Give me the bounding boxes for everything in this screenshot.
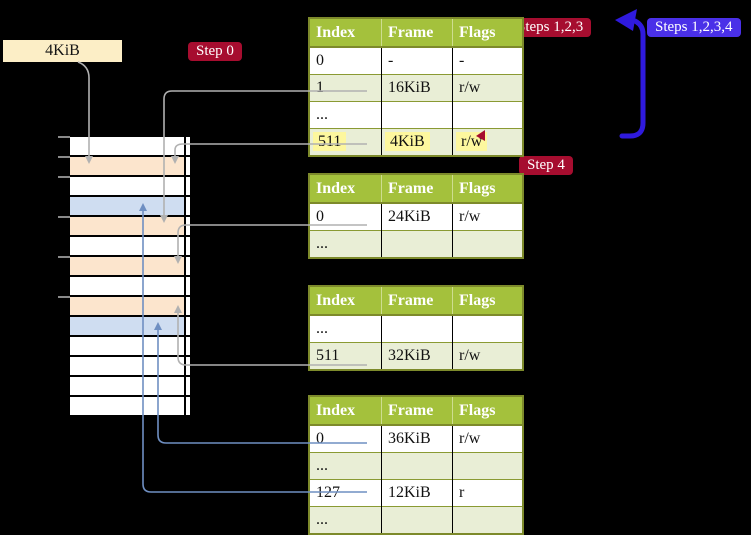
- memory-address-ticks: [58, 136, 70, 298]
- page-table-cell: 127: [309, 479, 382, 507]
- page-table-row: 0--: [309, 46, 523, 75]
- memory-frame-row-page-table: [70, 257, 190, 277]
- memory-frame-row-free: [70, 177, 190, 197]
- page-table-cell: 0: [309, 424, 382, 453]
- memory-frame-row-free: [70, 337, 190, 357]
- memory-frame-row-free: [70, 377, 190, 397]
- column-header-index: Index: [309, 174, 382, 204]
- steps-loop-arrow: [619, 18, 646, 139]
- page-table-cell: 36KiB: [381, 424, 453, 453]
- page-table-cell: r/w: [452, 424, 523, 453]
- page-table-row: ...: [309, 101, 523, 129]
- page-table-row: ...: [309, 314, 523, 343]
- page-table-cell: [381, 314, 453, 343]
- page-table-cell: [452, 314, 523, 343]
- steps-1-2-3-badge: Steps 1,2,3: [509, 18, 592, 37]
- column-header-index: Index: [309, 18, 382, 48]
- page-table-cell: [452, 101, 523, 129]
- page-table-cell: 12KiB: [381, 479, 453, 507]
- step-4-badge: Step 4: [519, 156, 573, 175]
- column-header-flags: Flags: [452, 286, 523, 316]
- column-header-frame: Frame: [381, 286, 453, 316]
- column-header-flags: Flags: [452, 174, 523, 204]
- column-header-index: Index: [309, 396, 382, 426]
- page-table-cell: [452, 452, 523, 480]
- page-table-cell: r/w: [452, 128, 523, 156]
- memory-frame-row-page-table: [70, 157, 190, 177]
- page-table-cell: r/w: [452, 202, 523, 231]
- page-table-cell: 16KiB: [381, 74, 453, 102]
- page-table-cell: 1: [309, 74, 382, 102]
- page-table-cell: 511: [309, 128, 382, 156]
- page-table-cell: 511: [309, 342, 382, 370]
- memory-frame-row-free: [70, 137, 190, 157]
- page-table-row: ...: [309, 230, 523, 258]
- page-table-row: ...: [309, 452, 523, 480]
- column-header-frame: Frame: [381, 396, 453, 426]
- memory-frame-row-free: [70, 397, 190, 417]
- memory-frame-row-free: [70, 237, 190, 257]
- step-0-badge: Step 0: [188, 42, 242, 61]
- memory-frame-row-free: [70, 277, 190, 297]
- memory-frame-row-mapped: [70, 317, 190, 337]
- column-header-index: Index: [309, 286, 382, 316]
- page-table-cell: 0: [309, 46, 382, 75]
- page-table-cell: -: [452, 46, 523, 75]
- column-header-flags: Flags: [452, 18, 523, 48]
- page-table-cell: [381, 230, 453, 258]
- column-header-flags: Flags: [452, 396, 523, 426]
- memory-column: [70, 137, 190, 417]
- frame-size-label: 4KiB: [3, 40, 122, 62]
- page-table-cell: [381, 101, 453, 129]
- column-header-frame: Frame: [381, 18, 453, 48]
- page-table-cell: r/w: [452, 74, 523, 102]
- page-table-cell: 4KiB: [381, 128, 453, 156]
- page-table-cell: ...: [309, 452, 382, 480]
- steps-loop-arrowhead: [615, 9, 637, 31]
- steps-1-2-3-4-badge: Steps 1,2,3,4: [647, 18, 741, 37]
- page-table-cell: [452, 230, 523, 258]
- page-table-cell: ...: [309, 101, 382, 129]
- page-table-cell: -: [381, 46, 453, 75]
- page-table-cell: [452, 506, 523, 534]
- column-header-frame: Frame: [381, 174, 453, 204]
- page-table-cell: ...: [309, 230, 382, 258]
- page-table-cell: [381, 506, 453, 534]
- page-table-cell: ...: [309, 314, 382, 343]
- page-table-cell: ...: [309, 506, 382, 534]
- page-table-cell: r/w: [452, 342, 523, 370]
- memory-frame-row-free: [70, 357, 190, 377]
- memory-frame-row-page-table: [70, 217, 190, 237]
- memory-frame-row-mapped: [70, 197, 190, 217]
- page-table-cell: 32KiB: [381, 342, 453, 370]
- page-table-cell: r: [452, 479, 523, 507]
- page-table-row: ...: [309, 506, 523, 534]
- page-table-cell: 24KiB: [381, 202, 453, 231]
- page-table-cell: 0: [309, 202, 382, 231]
- memory-frame-row-page-table: [70, 297, 190, 317]
- page-table-cell: [381, 452, 453, 480]
